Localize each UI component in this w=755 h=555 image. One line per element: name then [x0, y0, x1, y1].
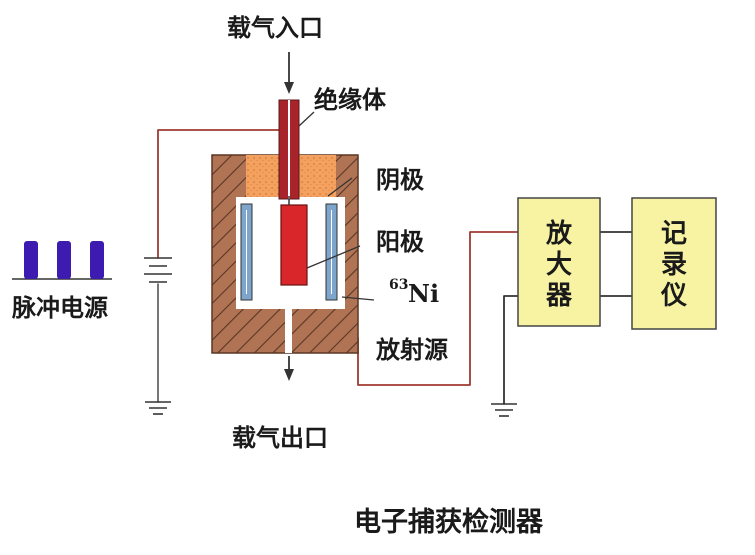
outlet-channel: [285, 309, 292, 353]
amplifier-label-2: 大: [546, 250, 572, 280]
wires: [157, 119, 633, 405]
gas-outlet-label: 载气出口: [232, 424, 328, 452]
diagram-caption: 电子捕获检测器: [354, 506, 544, 538]
recorder-label-2: 录: [661, 250, 687, 280]
amplifier-label-1: 放: [545, 218, 573, 249]
battery-icon: [144, 257, 172, 283]
ni-symbol-label: Ni: [408, 279, 439, 308]
leader-lines: [298, 111, 375, 301]
ground-icon: [491, 403, 517, 417]
insulator-label: 绝缘体: [314, 86, 387, 114]
pulse-source-label: 脉冲电源: [11, 294, 108, 322]
anode-electrode: [280, 204, 308, 286]
ni-mass-label: 63: [389, 277, 408, 293]
cathode-label: 阴极: [376, 166, 424, 194]
amplifier-label-3: 器: [545, 281, 573, 311]
wire-amplifier-to-ground: [503, 295, 519, 405]
recorder-box: [631, 197, 717, 330]
pulse-wave-icon: [12, 241, 112, 280]
ground-icon: [145, 401, 171, 415]
recorder-label-3: 仪: [660, 281, 688, 311]
radiation-source-label: 放射源: [375, 336, 448, 364]
anode-label: 阳极: [376, 228, 424, 256]
gas-inlet-label: 载气入口: [227, 14, 323, 42]
amplifier-box: [517, 197, 601, 327]
arrow-down-icon: [284, 52, 294, 94]
arrow-down-icon: [284, 356, 294, 381]
recorder-label-1: 记: [661, 219, 687, 249]
wire-source-to-ground: [357, 231, 519, 386]
anode-assembly: [278, 99, 308, 286]
